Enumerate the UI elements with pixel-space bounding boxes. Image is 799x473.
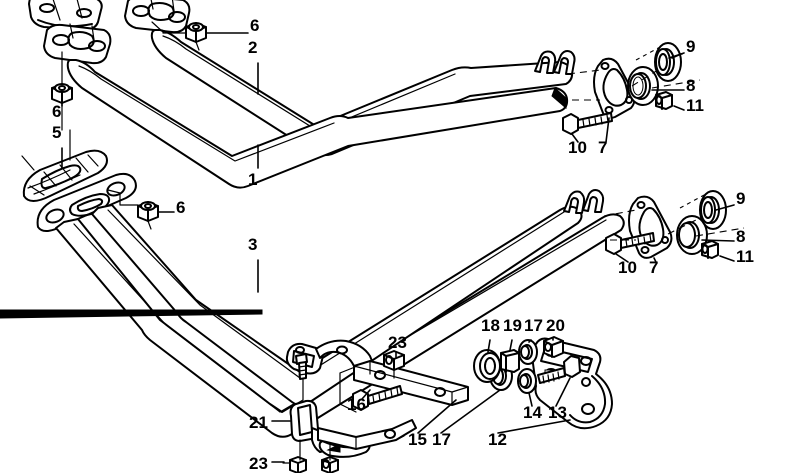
callout-7-lower: 7 — [649, 258, 659, 277]
exhaust-manifold-gasket — [22, 149, 108, 202]
callout-23-lower: 23 — [249, 454, 268, 473]
spacer-sleeve-19 — [500, 349, 520, 373]
washer-14 — [517, 368, 537, 394]
lock-nut-middle — [51, 83, 73, 104]
washer-lower — [676, 215, 708, 255]
hanger-loop-upper — [534, 50, 576, 75]
callout-12: 12 — [488, 430, 507, 449]
support-bracket-upper — [593, 57, 636, 119]
hanger-loop-lower — [563, 189, 605, 214]
flange-top-mid — [124, 0, 191, 34]
callout-11-lower: 11 — [736, 247, 754, 266]
washer-upper — [627, 66, 659, 106]
callout-6-middle: 6 — [52, 102, 62, 121]
callout-23-upper: 23 — [388, 333, 407, 352]
callout-10-lower: 10 — [618, 258, 637, 277]
callout-2: 2 — [248, 38, 258, 57]
mounting-plate — [353, 360, 469, 406]
callout-9-lower: 9 — [736, 189, 746, 208]
flange-upper-left — [43, 23, 112, 65]
callout-7-upper: 7 — [598, 138, 608, 157]
callout-17-top: 17 — [524, 316, 543, 335]
callout-8-upper: 8 — [686, 76, 696, 95]
self-locking-nut-20 — [543, 336, 564, 358]
washer-17-top — [518, 339, 538, 365]
callout-17-plate: 17 — [432, 430, 451, 449]
hex-bolt-13 — [537, 355, 581, 384]
pipe-front-left — [66, 59, 569, 189]
hex-nut-23-upper — [383, 350, 405, 371]
callout-20: 20 — [546, 316, 565, 335]
callout-1: 1 — [248, 170, 258, 189]
hex-nut-23-lower-a — [289, 456, 307, 473]
rubber-bushing-18 — [473, 349, 501, 383]
callout-16: 16 — [347, 395, 366, 414]
lock-nut-lower — [137, 201, 159, 222]
rubber-mounting-lower — [699, 190, 727, 230]
callout-11-upper: 11 — [686, 96, 704, 115]
clamp-strap-lower — [317, 419, 417, 450]
leader-lines — [61, 32, 735, 463]
callout-8-lower: 8 — [736, 227, 746, 246]
callout-10-upper: 10 — [568, 138, 587, 157]
callout-19: 19 — [503, 316, 522, 335]
callout-6-lower: 6 — [176, 198, 186, 217]
hex-nut-upper — [655, 91, 673, 110]
callout-9-upper: 9 — [686, 37, 696, 56]
callout-18: 18 — [481, 316, 500, 335]
callout-6-upper: 6 — [250, 16, 260, 35]
callout-3: 3 — [248, 235, 258, 254]
lock-nut-upper — [185, 22, 207, 43]
hex-bolt-upper — [562, 112, 613, 135]
callout-21: 21 — [249, 413, 268, 432]
callout-13: 13 — [548, 403, 567, 422]
callout-5: 5 — [52, 123, 62, 142]
hex-nut-lower — [701, 240, 719, 259]
clamp-bolt-upper — [295, 353, 308, 380]
callout-14: 14 — [523, 403, 542, 422]
hex-bolt-16 — [352, 385, 403, 411]
rubber-mounting-upper — [654, 42, 682, 82]
callout-15: 15 — [408, 430, 427, 449]
support-bracket-lower — [628, 195, 673, 259]
hex-bolt-lower — [605, 232, 655, 255]
